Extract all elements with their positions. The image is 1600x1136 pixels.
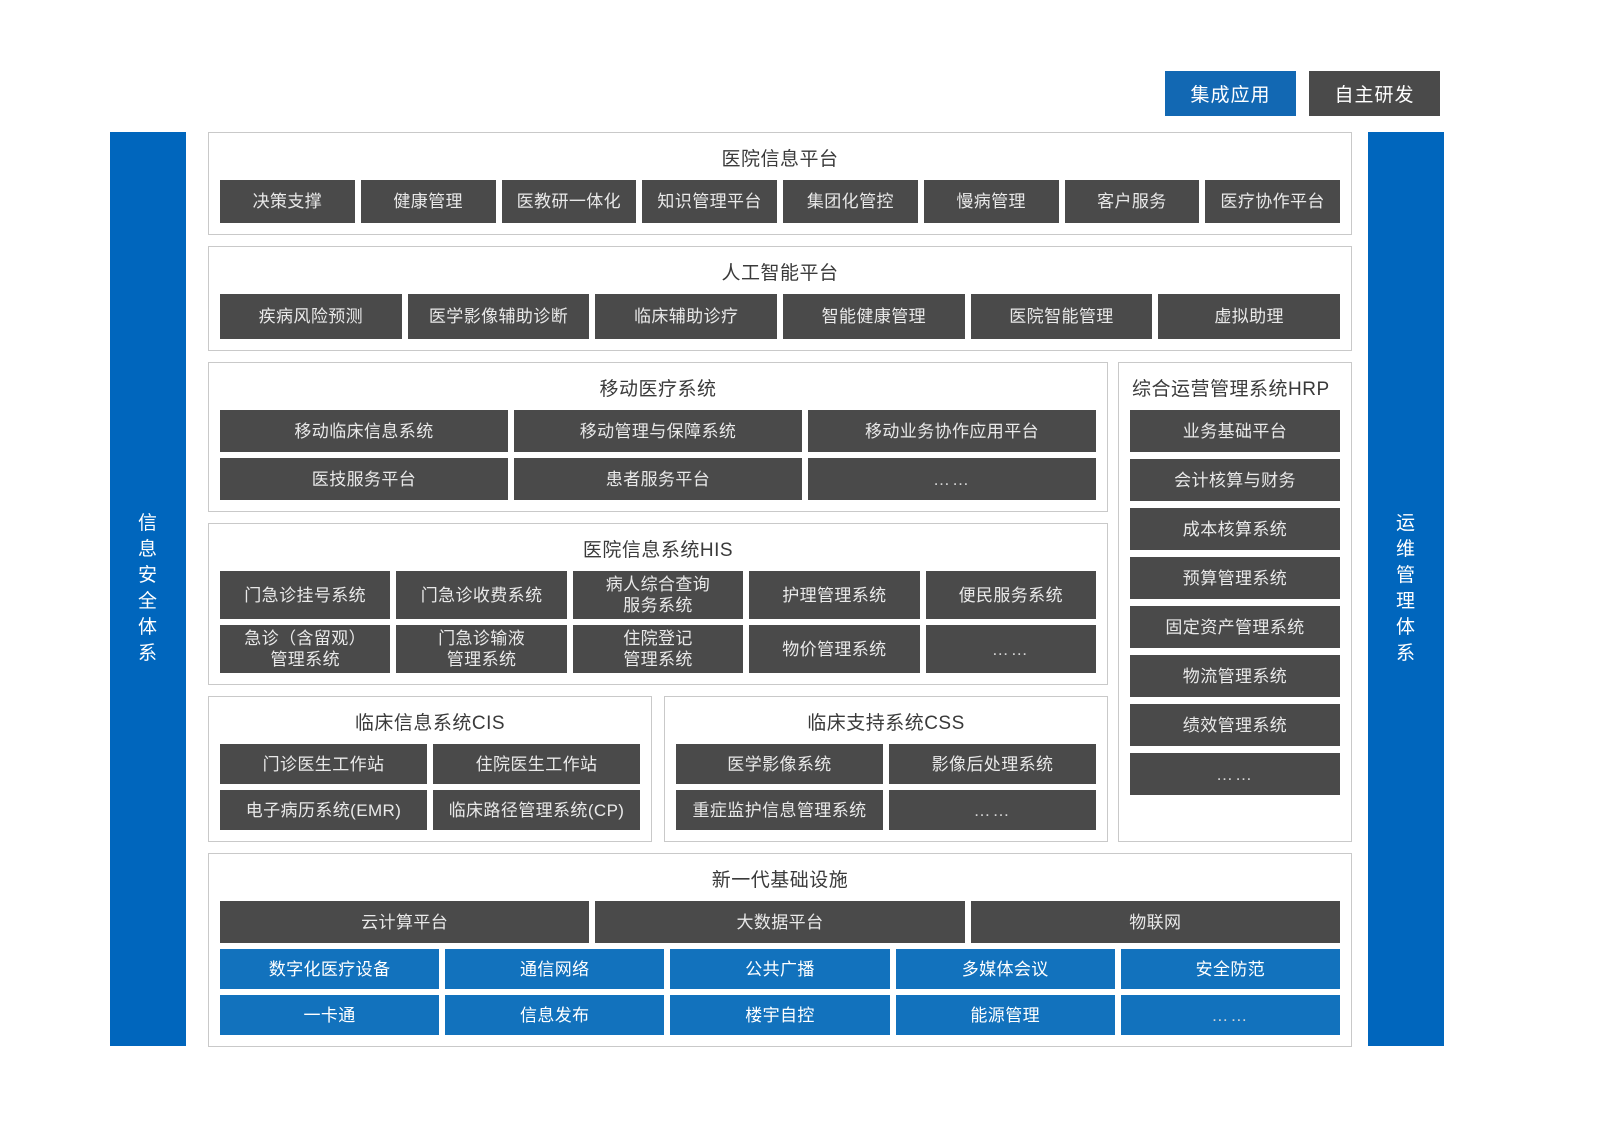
- panel-title-infrastructure: 新一代基础设施: [711, 870, 849, 891]
- item-box[interactable]: 物流管理系统: [1130, 655, 1340, 697]
- middle-band: 移动医疗系统 移动临床信息系统 移动管理与保障系统 移动业务协作应用平台 医技服…: [208, 362, 1352, 842]
- item-box[interactable]: 智能健康管理: [783, 294, 965, 339]
- item-box[interactable]: 医教研一体化: [501, 180, 637, 223]
- item-box[interactable]: 云计算平台: [220, 901, 590, 943]
- panel-infrastructure: 新一代基础设施 云计算平台 大数据平台 物联网 数字化医疗设备 通信网络 公共广…: [208, 853, 1352, 1047]
- item-box[interactable]: 公共广播: [670, 949, 890, 989]
- item-box[interactable]: 医学影像系统: [676, 744, 883, 784]
- item-box[interactable]: 住院登记 管理系统: [572, 625, 744, 673]
- item-box[interactable]: 医技服务平台: [220, 458, 508, 500]
- panel-css: 临床支持系统CSS 医学影像系统 影像后处理系统 重症监护信息管理系统 ……: [664, 696, 1108, 842]
- item-box[interactable]: 门急诊输液 管理系统: [396, 625, 567, 673]
- item-box[interactable]: 门急诊挂号系统: [220, 571, 391, 619]
- grid-hospital-information-platform: 决策支撑 健康管理 医教研一体化 知识管理平台 集团化管控 慢病管理 客户服务 …: [220, 180, 1340, 223]
- grid-cis: 门诊医生工作站 住院医生工作站 电子病历系统(EMR) 临床路径管理系统(CP): [220, 744, 640, 830]
- item-box[interactable]: 物联网: [970, 901, 1340, 943]
- item-box[interactable]: 能源管理: [895, 995, 1115, 1035]
- panel-title-his: 医院信息系统HIS: [582, 540, 734, 561]
- item-box[interactable]: 移动临床信息系统: [220, 410, 508, 452]
- sidebar-information-security: 信息安全体系: [110, 132, 186, 1046]
- panel-ai-platform: 人工智能平台 疾病风险预测 医学影像辅助诊断 临床辅助诊疗 智能健康管理 医院智…: [208, 246, 1352, 351]
- panel-hrp: 综合运营管理系统HRP 业务基础平台 会计核算与财务 成本核算系统 预算管理系统…: [1118, 362, 1352, 842]
- item-box[interactable]: 通信网络: [445, 949, 665, 989]
- item-box[interactable]: 临床路径管理系统(CP): [433, 790, 640, 830]
- item-box[interactable]: 决策支撑: [220, 180, 355, 223]
- item-box[interactable]: 预算管理系统: [1130, 557, 1340, 599]
- item-box[interactable]: 门急诊收费系统: [396, 571, 567, 619]
- item-box[interactable]: 大数据平台: [595, 901, 965, 943]
- item-box[interactable]: 固定资产管理系统: [1130, 606, 1340, 648]
- main-stack: 医院信息平台 决策支撑 健康管理 医教研一体化 知识管理平台 集团化管控 慢病管…: [208, 132, 1352, 1047]
- item-box[interactable]: 健康管理: [360, 180, 496, 223]
- item-box[interactable]: 客户服务: [1064, 180, 1200, 223]
- item-box[interactable]: 成本核算系统: [1130, 508, 1340, 550]
- item-box[interactable]: 患者服务平台: [514, 458, 802, 500]
- item-box-more[interactable]: ……: [1130, 753, 1340, 795]
- panel-title-cis: 临床信息系统CIS: [354, 713, 506, 734]
- item-box[interactable]: 影像后处理系统: [889, 744, 1096, 784]
- item-box[interactable]: 慢病管理: [923, 180, 1059, 223]
- legend-chip-self-developed: 自主研发: [1309, 71, 1440, 116]
- middle-band-left-column: 移动医疗系统 移动临床信息系统 移动管理与保障系统 移动业务协作应用平台 医技服…: [208, 362, 1108, 842]
- item-box[interactable]: 集团化管控: [783, 180, 918, 223]
- item-box[interactable]: 会计核算与财务: [1130, 459, 1340, 501]
- item-box[interactable]: 病人综合查询 服务系统: [572, 571, 744, 619]
- item-box[interactable]: 楼宇自控: [670, 995, 890, 1035]
- sidebar-right-label: 运维管理体系: [1395, 513, 1416, 664]
- grid-infrastructure-integrated: 数字化医疗设备 通信网络 公共广播 多媒体会议 安全防范 一卡通 信息发布 楼宇…: [220, 949, 1340, 1035]
- item-box[interactable]: 医学影像辅助诊断: [407, 294, 590, 339]
- item-box-more[interactable]: ……: [1120, 995, 1340, 1035]
- sidebar-operations-management: 运维管理体系: [1368, 132, 1444, 1046]
- item-box-more[interactable]: ……: [808, 458, 1096, 500]
- sidebar-left-label: 信息安全体系: [137, 513, 158, 664]
- item-box[interactable]: 信息发布: [445, 995, 665, 1035]
- item-box[interactable]: 门诊医生工作站: [220, 744, 427, 784]
- grid-css: 医学影像系统 影像后处理系统 重症监护信息管理系统 ……: [676, 744, 1096, 830]
- panel-hospital-information-platform: 医院信息平台 决策支撑 健康管理 医教研一体化 知识管理平台 集团化管控 慢病管…: [208, 132, 1352, 235]
- panel-mobile-medical-system: 移动医疗系统 移动临床信息系统 移动管理与保障系统 移动业务协作应用平台 医技服…: [208, 362, 1108, 512]
- panel-title-hospital-information-platform: 医院信息平台: [721, 149, 839, 170]
- grid-ai-platform: 疾病风险预测 医学影像辅助诊断 临床辅助诊疗 智能健康管理 医院智能管理 虚拟助…: [220, 294, 1340, 339]
- item-box[interactable]: 移动业务协作应用平台: [808, 410, 1096, 452]
- grid-hrp: 业务基础平台 会计核算与财务 成本核算系统 预算管理系统 固定资产管理系统 物流…: [1130, 410, 1340, 795]
- item-box[interactable]: 数字化医疗设备: [220, 949, 440, 989]
- item-box[interactable]: 医疗协作平台: [1205, 180, 1340, 223]
- item-box-more[interactable]: ……: [889, 790, 1096, 830]
- item-box[interactable]: 绩效管理系统: [1130, 704, 1340, 746]
- item-box[interactable]: 电子病历系统(EMR): [220, 790, 427, 830]
- panel-title-css: 临床支持系统CSS: [807, 713, 965, 734]
- item-box[interactable]: 虚拟助理: [1158, 294, 1340, 339]
- item-box[interactable]: 护理管理系统: [749, 571, 920, 619]
- item-box[interactable]: 业务基础平台: [1130, 410, 1340, 452]
- item-box[interactable]: 知识管理平台: [642, 180, 777, 223]
- middle-band-right-column: 综合运营管理系统HRP 业务基础平台 会计核算与财务 成本核算系统 预算管理系统…: [1118, 362, 1352, 842]
- panel-title-ai-platform: 人工智能平台: [721, 263, 839, 284]
- panel-title-hrp: 综合运营管理系统HRP: [1132, 379, 1330, 400]
- item-box[interactable]: 一卡通: [220, 995, 440, 1035]
- item-box[interactable]: 多媒体会议: [895, 949, 1115, 989]
- item-box[interactable]: 医院智能管理: [970, 294, 1153, 339]
- panel-cis: 临床信息系统CIS 门诊医生工作站 住院医生工作站 电子病历系统(EMR) 临床…: [208, 696, 652, 842]
- item-box[interactable]: 住院医生工作站: [433, 744, 640, 784]
- legend: 集成应用 自主研发: [1165, 71, 1440, 116]
- grid-his: 门急诊挂号系统 门急诊收费系统 病人综合查询 服务系统 护理管理系统 便民服务系…: [220, 571, 1096, 673]
- item-box[interactable]: 重症监护信息管理系统: [676, 790, 883, 830]
- grid-infrastructure-platforms: 云计算平台 大数据平台 物联网: [220, 901, 1340, 943]
- cis-css-row: 临床信息系统CIS 门诊医生工作站 住院医生工作站 电子病历系统(EMR) 临床…: [208, 696, 1108, 842]
- item-box[interactable]: 便民服务系统: [925, 571, 1096, 619]
- panel-title-mobile-medical-system: 移动医疗系统: [599, 379, 717, 400]
- panel-his: 医院信息系统HIS 门急诊挂号系统 门急诊收费系统 病人综合查询 服务系统 护理…: [208, 523, 1108, 685]
- item-box[interactable]: 物价管理系统: [749, 625, 920, 673]
- item-box[interactable]: 移动管理与保障系统: [514, 410, 802, 452]
- grid-mobile-medical-system: 移动临床信息系统 移动管理与保障系统 移动业务协作应用平台 医技服务平台 患者服…: [220, 410, 1096, 500]
- item-box[interactable]: 急诊（含留观） 管理系统: [220, 625, 391, 673]
- item-box[interactable]: 疾病风险预测: [220, 294, 402, 339]
- item-box-more[interactable]: ……: [925, 625, 1096, 673]
- item-box[interactable]: 安全防范: [1120, 949, 1340, 989]
- legend-chip-integrated: 集成应用: [1165, 71, 1296, 116]
- item-box[interactable]: 临床辅助诊疗: [595, 294, 777, 339]
